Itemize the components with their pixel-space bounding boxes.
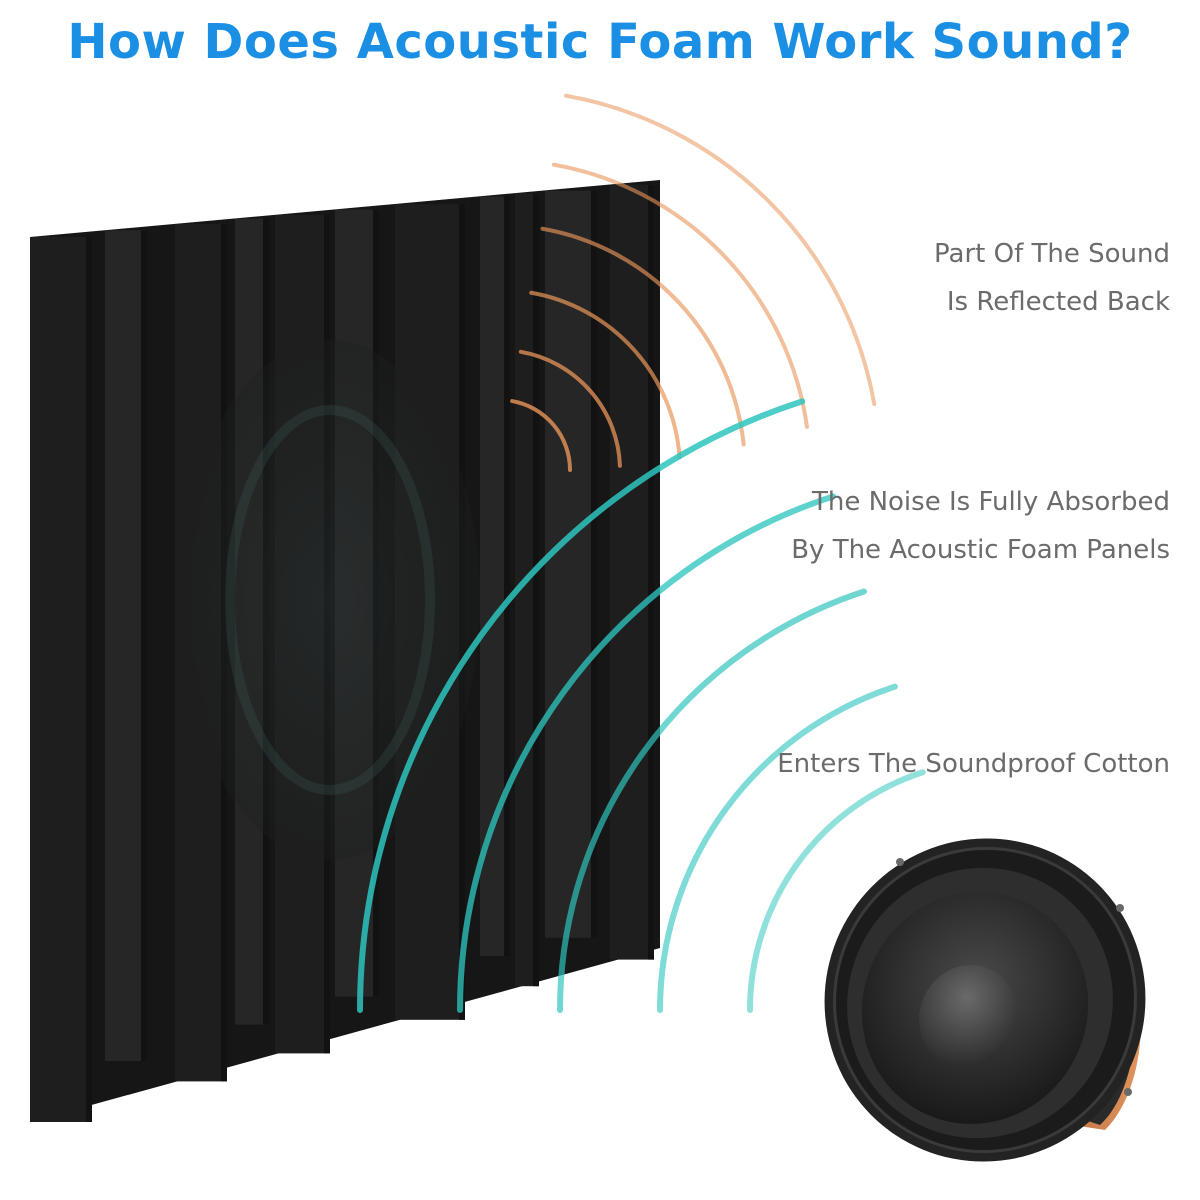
caption-absorbed-line1: The Noise Is Fully Absorbed xyxy=(791,478,1170,526)
caption-absorbed: The Noise Is Fully Absorbed By The Acous… xyxy=(791,478,1170,574)
caption-reflected-line2: Is Reflected Back xyxy=(934,278,1170,326)
foam-wedge-edge xyxy=(533,193,539,986)
foam-wedge-edge xyxy=(648,185,654,960)
foam-wedge-edge xyxy=(591,191,597,938)
loudspeaker-icon xyxy=(768,782,1200,1200)
foam-wedge-edge xyxy=(141,230,147,1061)
caption-enters: Enters The Soundproof Cotton xyxy=(777,740,1170,788)
foam-wedge-edge xyxy=(86,237,92,1122)
caption-absorbed-line2: By The Acoustic Foam Panels xyxy=(791,526,1170,574)
foam-wedge xyxy=(610,185,654,960)
caption-enters-line1: Enters The Soundproof Cotton xyxy=(777,740,1170,788)
acoustic-foam-panel xyxy=(30,180,660,1122)
caption-reflected: Part Of The Sound Is Reflected Back xyxy=(934,230,1170,326)
page-title: How Does Acoustic Foam Work Sound? xyxy=(0,14,1200,70)
foam-wedge xyxy=(30,237,92,1122)
foam-wedge xyxy=(105,230,147,1061)
caption-reflected-line1: Part Of The Sound xyxy=(934,230,1170,278)
foam-wedge-edge xyxy=(504,197,510,957)
